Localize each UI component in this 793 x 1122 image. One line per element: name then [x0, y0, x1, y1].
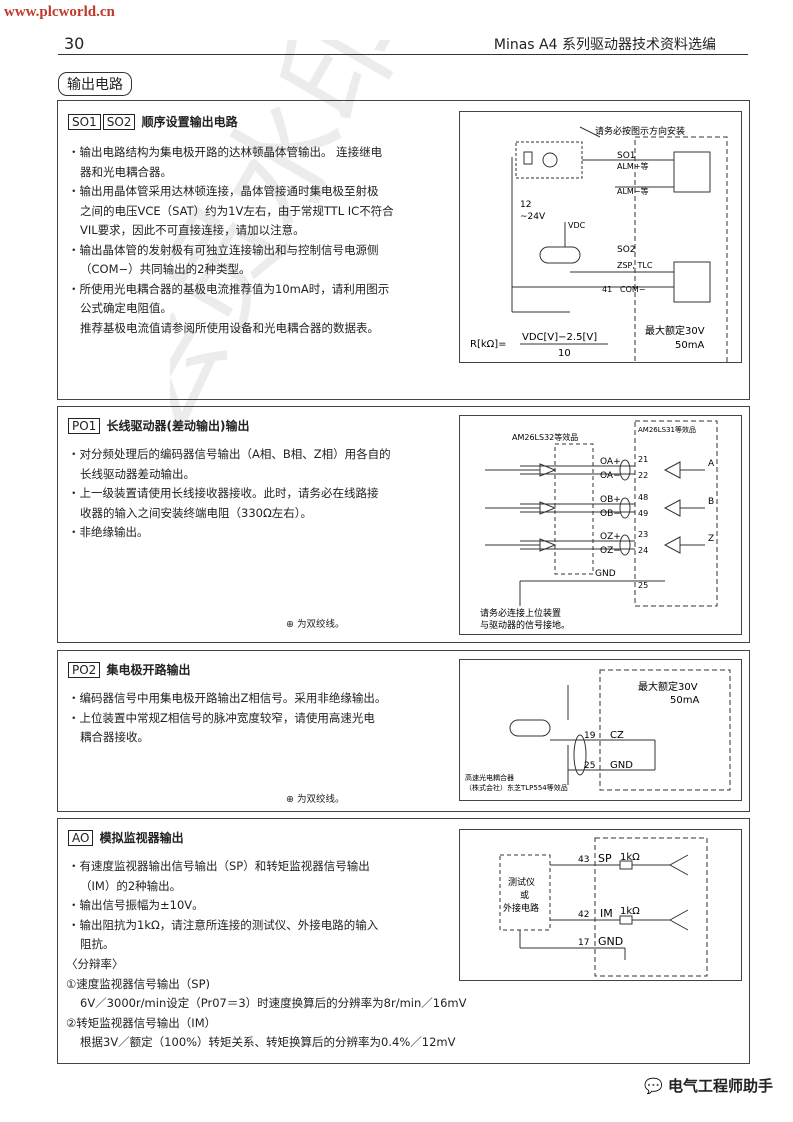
footer-brand: 💬 电气工程师助手	[644, 1077, 773, 1095]
svg-text:OB−: OB−	[600, 509, 621, 519]
svg-text:22: 22	[638, 471, 648, 480]
po1-title-text: 长线驱动器(差动输出)输出	[106, 419, 250, 433]
svg-text:OA−: OA−	[600, 471, 621, 481]
alm-minus-label: ALM−等	[617, 186, 649, 196]
zsp-label: ZSP, TLC	[617, 261, 653, 270]
po2-twisted-note: ⊕ 为双绞线。	[286, 794, 345, 805]
svg-text:CZ: CZ	[610, 730, 624, 741]
po1-tag: PO1	[68, 418, 101, 434]
svg-text:25: 25	[584, 761, 595, 771]
header-rule	[58, 54, 748, 55]
svg-text:GND: GND	[595, 569, 616, 579]
ao-section: AO 模拟监视器输出 ・有速度监视器输出信号输出（SP）和转矩监视器信号输出（I…	[57, 818, 750, 1064]
svg-text:或: 或	[520, 889, 529, 901]
svg-text:GND: GND	[598, 935, 623, 948]
po2-title: PO2 集电极开路输出	[68, 661, 191, 678]
so-diagram: 请务必按图示方向安装 SO1 ALM+等 ALM−等 12 ~24V VDC S…	[459, 111, 742, 363]
page-number: 30	[64, 34, 85, 53]
po2-rating1: 最大额定30V	[638, 680, 698, 693]
ao-bullets: ・有速度监视器输出信号输出（SP）和转矩监视器信号输出（IM）的2种输出。 ・输…	[68, 859, 379, 951]
svg-text:42: 42	[578, 910, 589, 920]
formula-den: 10	[558, 348, 571, 359]
svg-text:1kΩ: 1kΩ	[620, 852, 640, 863]
po1-twisted-note: ⊕ 为双绞线。	[286, 619, 345, 630]
so-title-text: 顺序设置输出电路	[141, 115, 238, 129]
svg-text:17: 17	[578, 938, 589, 948]
po1-title: PO1 长线驱动器(差动输出)输出	[68, 417, 250, 434]
po1-section: PO1 长线驱动器(差动输出)输出 ・对分频处理后的编码器信号输出（A相、B相、…	[57, 406, 750, 643]
svg-text:B: B	[708, 497, 714, 507]
pin41-label: 41	[602, 285, 612, 294]
svg-text:48: 48	[638, 493, 648, 502]
svg-text:19: 19	[584, 731, 596, 741]
svg-text:与驱动器的信号接地。: 与驱动器的信号接地。	[480, 619, 570, 631]
so-rating1: 最大额定30V	[645, 324, 705, 337]
formula-left: R[kΩ]=	[470, 339, 507, 350]
svg-text:OZ−: OZ−	[600, 546, 621, 556]
po2-title-text: 集电极开路输出	[106, 663, 191, 677]
po1-bullets: ・对分频处理后的编码器信号输出（A相、B相、Z相）用各自的长线驱动器差动输出。 …	[68, 447, 391, 539]
po2-diagram: 最大额定30V 50mA 19 CZ 25 GND 高速光电耦合器 （株式会社）…	[459, 659, 742, 801]
so2-tag: SO2	[102, 114, 136, 130]
svg-text:OZ+: OZ+	[600, 532, 621, 542]
svg-text:请务必连接上位装置: 请务必连接上位装置	[480, 607, 561, 619]
ao-tag: AO	[68, 830, 94, 846]
recv-label: AM26LS32等效品	[512, 432, 578, 442]
po1-diagram: AM26LS32等效品 AM26LS31等效品 OA+ OA− OB+ OB− OZ…	[459, 415, 742, 635]
svg-text:IM: IM	[600, 907, 613, 920]
vdc-label: VDC	[568, 221, 586, 230]
ao-title: AO 模拟监视器输出	[68, 829, 184, 846]
svg-text:测试仪: 测试仪	[508, 876, 535, 888]
svg-text:25: 25	[638, 581, 648, 590]
po2-rating2: 50mA	[670, 695, 699, 706]
svg-text:21: 21	[638, 455, 648, 464]
wechat-icon: 💬	[644, 1077, 663, 1095]
svg-text:A: A	[708, 459, 715, 469]
ao-diagram: 43 SP 1kΩ 测试仪 或 外接电路 42 IM 1kΩ 17 GND	[459, 829, 742, 981]
svg-text:OA+: OA+	[600, 457, 621, 467]
alm-plus-label: ALM+等	[617, 161, 649, 171]
svg-text:外接电路: 外接电路	[503, 902, 539, 914]
v12-label: 12	[520, 200, 531, 210]
section-chip: 输出电路	[58, 72, 132, 96]
ao-title-text: 模拟监视器输出	[99, 831, 184, 845]
po2-tag: PO2	[68, 662, 101, 678]
drv-label: AM26LS31等效品	[638, 425, 696, 434]
v24-label: ~24V	[520, 212, 546, 222]
formula-num: VDC[V]−2.5[V]	[522, 332, 597, 343]
svg-text:Z: Z	[708, 534, 714, 544]
svg-text:23: 23	[638, 530, 648, 539]
document-title: Minas A4 系列驱动器技术资料选编	[493, 37, 716, 53]
po2-bullets: ・编码器信号中用集电极开路输出Z相信号。采用非绝缘输出。 ・上位装置中常规Z相信…	[68, 691, 387, 744]
svg-text:OB+: OB+	[600, 495, 621, 505]
so-install-note: 请务必按图示方向安装	[595, 125, 685, 137]
svg-text:49: 49	[638, 509, 648, 518]
so1-label: SO1	[617, 151, 636, 161]
site-url[interactable]: www.plcworld.cn	[4, 4, 115, 20]
svg-text:24: 24	[638, 546, 648, 555]
svg-text:1kΩ: 1kΩ	[620, 906, 640, 917]
ao-resolution: 〈分辩率〉 ①速度监视器信号输出（SP) 6V／3000r/min设定（Pr07…	[66, 957, 467, 1049]
svg-text:（株式会社）东芝TLP554等效品: （株式会社）东芝TLP554等效品	[465, 783, 568, 792]
svg-text:GND: GND	[610, 760, 633, 771]
so1-tag: SO1	[68, 114, 101, 130]
so2-label: SO2	[617, 245, 636, 255]
svg-text:43: 43	[578, 855, 589, 865]
po2-section: PO2 集电极开路输出 ・编码器信号中用集电极开路输出Z相信号。采用非绝缘输出。…	[57, 650, 750, 812]
so-rating2: 50mA	[675, 340, 704, 351]
svg-text:SP: SP	[598, 852, 612, 865]
so-bullets: ・输出电路结构为集电极开路的达林顿晶体管输出。 连接继电器和光电耦合器。 ・输出…	[68, 145, 394, 335]
svg-text:高速光电耦合器: 高速光电耦合器	[465, 773, 514, 782]
com-label: COM−	[620, 285, 646, 294]
